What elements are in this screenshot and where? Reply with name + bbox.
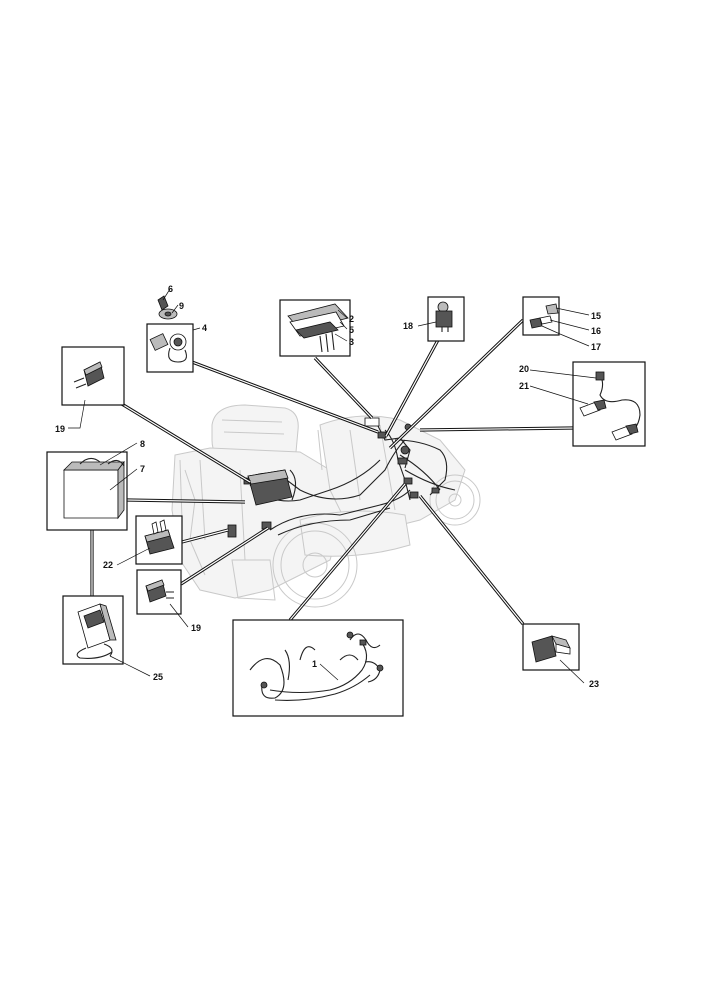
- box-switch-19-bottom: [136, 569, 182, 615]
- callout-7: 7: [140, 464, 145, 474]
- callout-16: 16: [591, 326, 601, 336]
- callout-15: 15: [591, 311, 601, 321]
- callout-5: 5: [349, 325, 354, 335]
- box-relay-22: [135, 515, 183, 565]
- callout-21: 21: [519, 381, 529, 391]
- leader-lines: [68, 288, 597, 684]
- harness-on-tractor: [227, 417, 456, 538]
- box-battery-7-8: [46, 451, 128, 531]
- callout-4: 4: [202, 323, 207, 333]
- callout-23: 23: [589, 679, 599, 689]
- box-ignition-4: [146, 323, 194, 373]
- box-button-18: [427, 296, 465, 342]
- box-switch-19-top: [61, 346, 125, 406]
- box-parts-15-16-17: [522, 296, 560, 336]
- callout-8: 8: [140, 439, 145, 449]
- callout-19-bottom: 19: [191, 623, 201, 633]
- callout-2: 2: [349, 314, 354, 324]
- callout-numbers: 6 9 4 2 5 3 18 15 16 17 20 21 19 8 7 22 …: [55, 284, 601, 689]
- key-part-6-9: [157, 295, 178, 320]
- box-panel-2-3-5: [279, 299, 351, 357]
- callout-6: 6: [168, 284, 173, 294]
- callout-3: 3: [349, 337, 354, 347]
- callout-19-top: 19: [55, 424, 65, 434]
- callout-17: 17: [591, 342, 601, 352]
- callout-1: 1: [312, 659, 317, 669]
- box-harness-1: [232, 619, 404, 717]
- callout-25: 25: [153, 672, 163, 682]
- callout-9: 9: [179, 301, 184, 311]
- tractor-outline: [171, 404, 481, 608]
- callout-20: 20: [519, 364, 529, 374]
- callout-22: 22: [103, 560, 113, 570]
- box-lights-20-21: [572, 361, 646, 447]
- callout-connectors: [90, 318, 574, 626]
- callout-18: 18: [403, 321, 413, 331]
- box-charger-25: [62, 595, 124, 665]
- box-switch-23: [522, 623, 580, 671]
